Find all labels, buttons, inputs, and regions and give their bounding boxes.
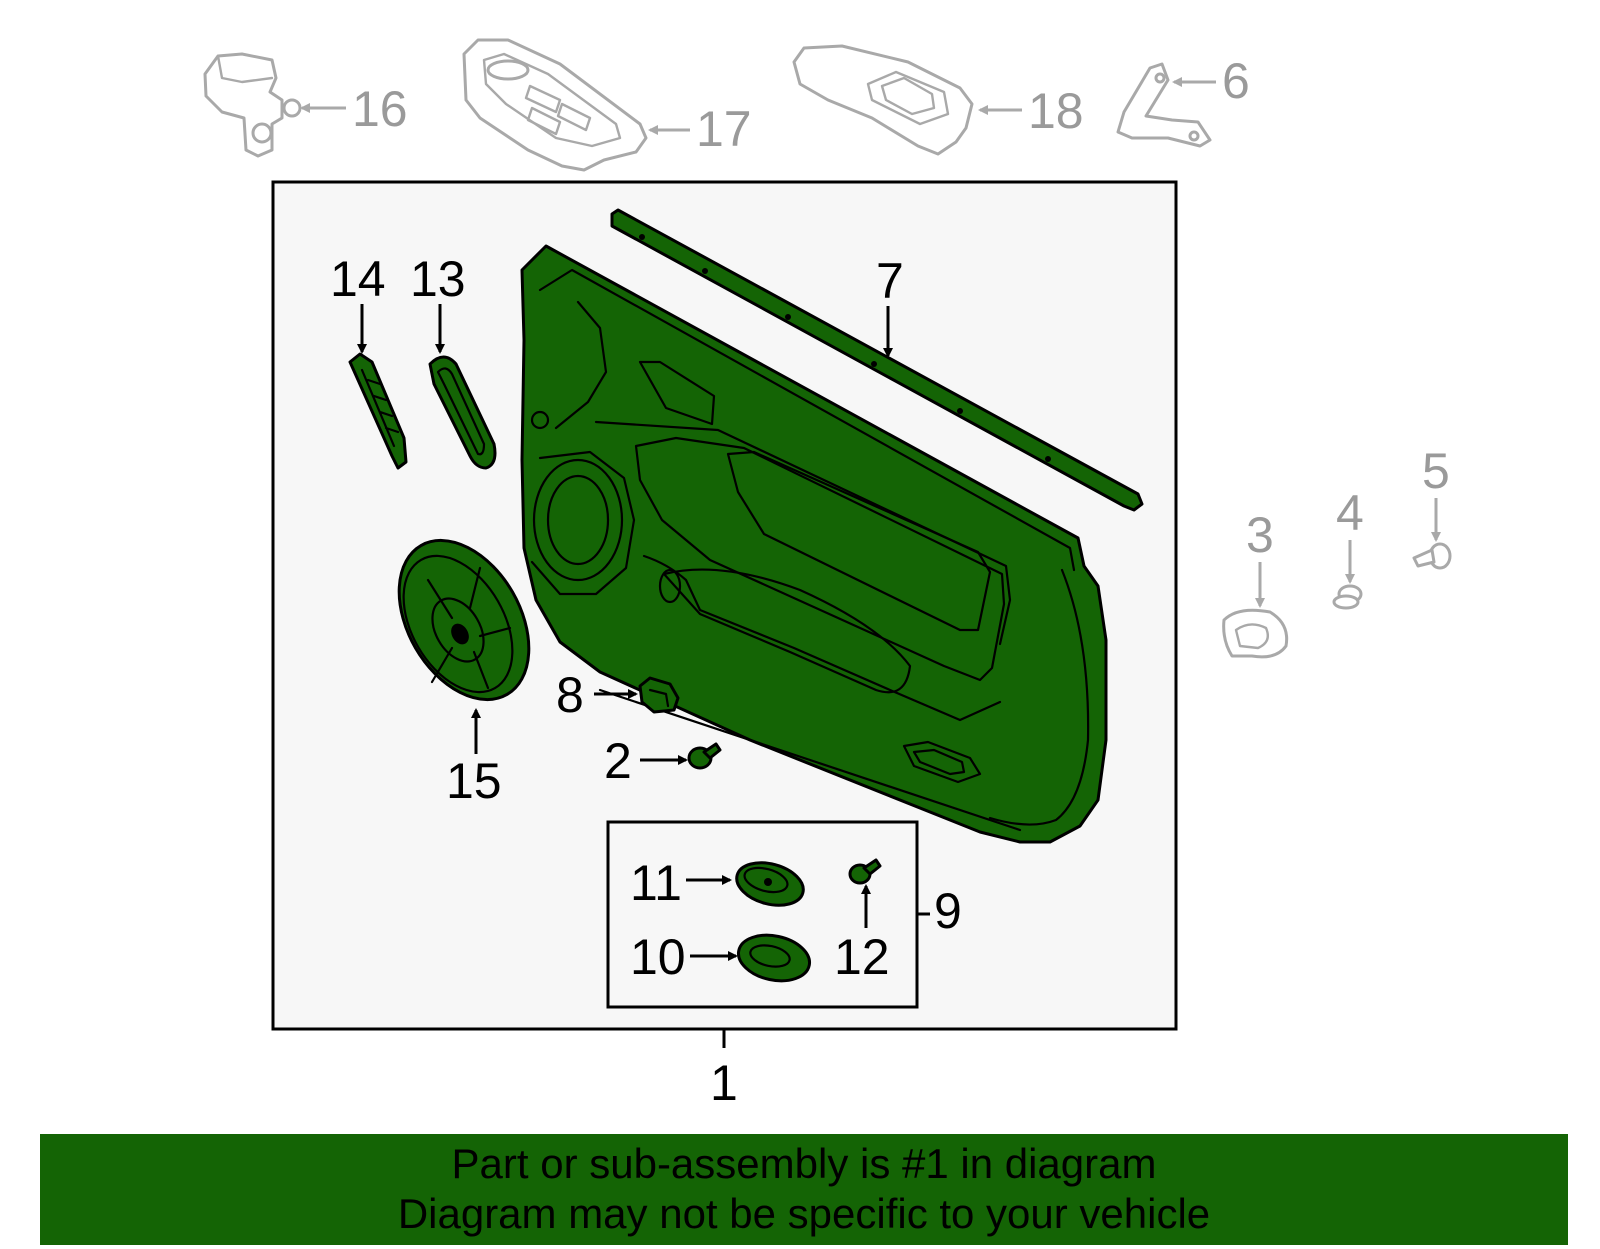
callout-16: 16 [352,81,408,137]
callout-15: 15 [446,753,502,809]
part-13-trim-piece[interactable] [428,355,497,470]
callout-2: 2 [604,733,632,789]
callout-14: 14 [330,251,386,307]
info-banner: Part or sub-assembly is #1 in diagram Di… [40,1134,1568,1245]
part-17-window-switch[interactable] [462,38,648,172]
callout-13: 13 [410,251,466,307]
part-12-screw[interactable] [848,858,882,885]
part-8-clip[interactable] [638,676,680,714]
part-4-clip[interactable] [1332,584,1363,610]
callout-11: 11 [630,855,682,911]
part-11-pull-cup[interactable] [732,856,808,912]
part-5-screw[interactable] [1412,542,1452,570]
callout-9: 9 [934,883,962,939]
callout-3: 3 [1246,507,1274,563]
part-3-handle-cover[interactable] [1222,608,1289,659]
callout-5: 5 [1422,443,1450,499]
part-14-trim-piece[interactable] [348,352,408,470]
part-6-bracket[interactable] [1116,62,1212,148]
callout-7: 7 [876,253,904,309]
callout-18: 18 [1028,83,1084,139]
part-18-window-switch[interactable] [792,44,974,156]
banner-line-1: Part or sub-assembly is #1 in diagram [451,1140,1157,1187]
callout-8: 8 [556,667,584,723]
part-15-speaker-grille[interactable] [373,518,556,723]
part-7-belt-molding[interactable] [610,208,1144,512]
callout-10: 10 [630,929,686,985]
callout-17: 17 [696,101,752,157]
banner-line-2: Diagram may not be specific to your vehi… [397,1190,1211,1237]
part-10-handle-bezel[interactable] [734,929,814,987]
callout-4: 4 [1336,485,1364,541]
callout-12: 12 [834,929,890,985]
callout-1: 1 [710,1055,738,1111]
callout-6: 6 [1222,53,1250,109]
part-16-connector[interactable] [203,52,302,158]
part-2-screw[interactable] [687,742,722,770]
